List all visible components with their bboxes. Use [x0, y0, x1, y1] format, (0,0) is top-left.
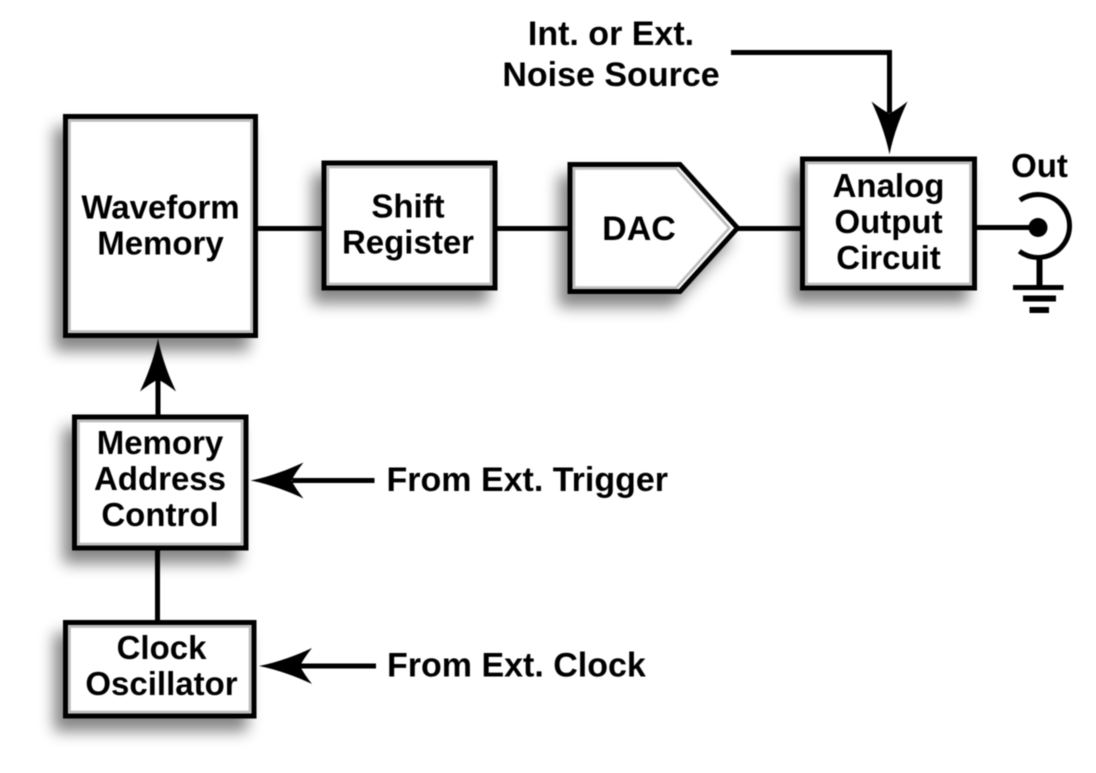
svg-text:DAC: DAC [602, 210, 676, 248]
svg-text:From Ext. Trigger: From Ext. Trigger [387, 461, 669, 499]
svg-text:Oscillator: Oscillator [85, 665, 237, 702]
svg-text:Int. or Ext.: Int. or Ext. [528, 15, 694, 53]
svg-text:Memory: Memory [97, 225, 224, 262]
svg-text:Noise Source: Noise Source [502, 56, 719, 94]
svg-text:Register: Register [342, 224, 474, 261]
svg-text:Circuit: Circuit [836, 239, 941, 276]
svg-text:Out: Out [1011, 147, 1068, 184]
svg-text:Analog: Analog [833, 167, 945, 204]
svg-text:Clock: Clock [117, 629, 208, 666]
svg-text:Memory: Memory [97, 424, 224, 461]
svg-text:Shift: Shift [371, 188, 444, 225]
svg-text:Waveform: Waveform [81, 189, 239, 226]
svg-text:From Ext. Clock: From Ext. Clock [387, 647, 646, 685]
svg-text:Control: Control [101, 496, 218, 533]
svg-text:Output: Output [834, 203, 942, 240]
svg-text:Address: Address [94, 460, 226, 497]
